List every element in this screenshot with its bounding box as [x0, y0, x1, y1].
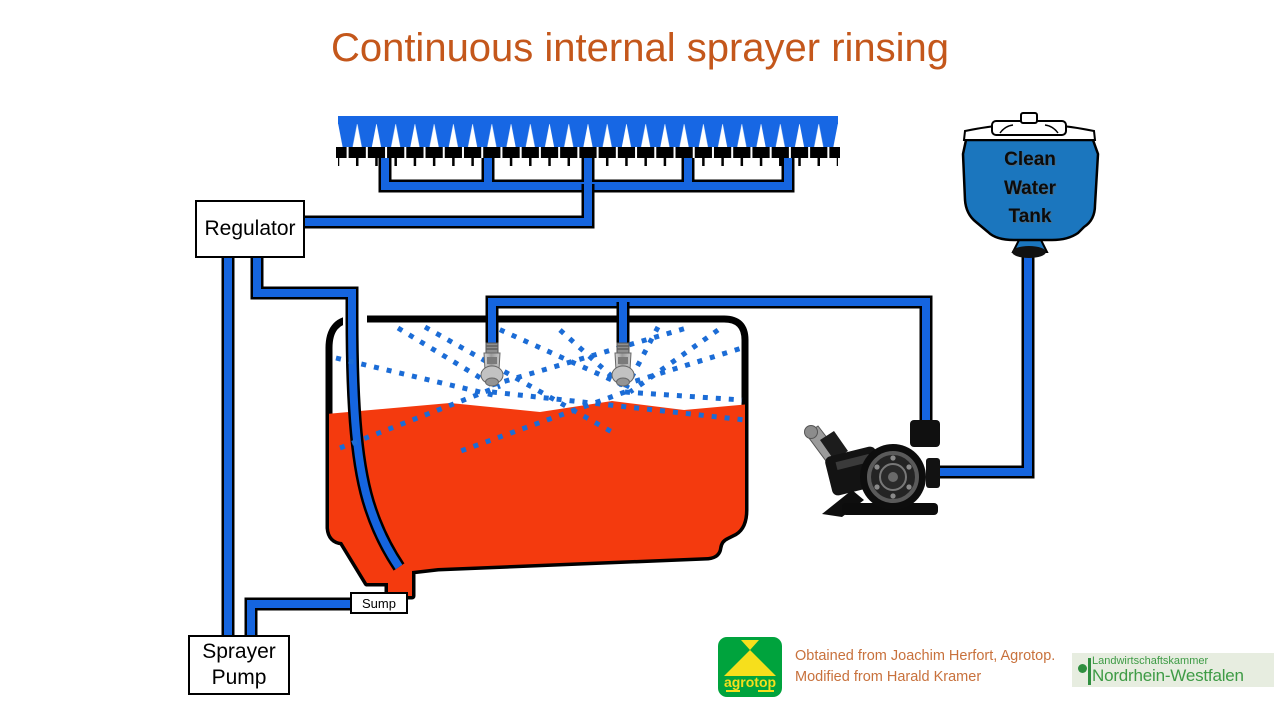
boom-fan-band-top — [338, 116, 838, 124]
agrotop-logo: agrotop — [718, 637, 782, 697]
clean-tank-to-pump-pipe — [932, 250, 1032, 476]
spray-pattern — [335, 324, 746, 455]
sprayer-pump-label-line2: Pump — [211, 666, 267, 689]
spray-boom — [336, 116, 840, 166]
sump-label: Sump — [362, 595, 396, 611]
agrotop-logo-top-triangle — [741, 640, 759, 650]
landwirtschaftskammer-logo-mark — [1076, 655, 1092, 685]
clean-water-tank-label-line2: Water — [1003, 177, 1057, 199]
clean-water-tank-label-line3: Tank — [1008, 206, 1052, 227]
dip-tube — [348, 315, 403, 570]
regulator-to-boom-pipe — [303, 184, 592, 226]
sump-box: Sump — [350, 592, 408, 614]
landwirtschaftskammer-logo: Landwirtschaftskammer Nordrhein-Westfale… — [1072, 653, 1274, 687]
sump-to-pump-pipe — [247, 600, 352, 638]
clean-water-tank-label: Clean Water Tank — [986, 146, 1074, 232]
boom-spray-fans — [338, 123, 838, 148]
lwk-logo-line2: Nordrhein-Westfalen — [1092, 666, 1244, 685]
pump-image — [804, 420, 940, 517]
main-tank — [325, 311, 749, 600]
tank-liquid — [329, 401, 745, 596]
attribution-line2: Modified from Harald Kramer — [795, 669, 982, 686]
lwk-logo-line1: Landwirtschaftskammer — [1092, 655, 1209, 667]
page-title: Continuous internal sprayer rinsing — [330, 26, 950, 70]
sprayer-pump-label-line1: Sprayer — [202, 639, 276, 663]
regulator-to-tank-pipe — [253, 256, 356, 324]
pipes — [221, 158, 1035, 638]
agrotop-logo-main-triangle — [724, 650, 776, 676]
regulator-box: Regulator — [195, 200, 305, 258]
clean-water-tank-body — [961, 138, 1100, 242]
attribution-text: Obtained from Joachim Herfort, Agrotop. … — [795, 646, 1055, 688]
clean-water-tank-label-line1: Clean — [1004, 149, 1056, 170]
sprayer-pump-box: Sprayer Pump — [188, 635, 290, 695]
rinse-manifold-pipe — [488, 298, 930, 432]
agrotop-logo-text: agrotop — [724, 674, 776, 690]
clean-tank-cap-knob — [1020, 112, 1038, 124]
attribution-line1: Obtained from Joachim Herfort, Agrotop. — [795, 648, 1056, 664]
regulator-label: Regulator — [204, 217, 296, 240]
boom-bar — [336, 147, 840, 158]
clean-water-tank — [961, 112, 1100, 258]
